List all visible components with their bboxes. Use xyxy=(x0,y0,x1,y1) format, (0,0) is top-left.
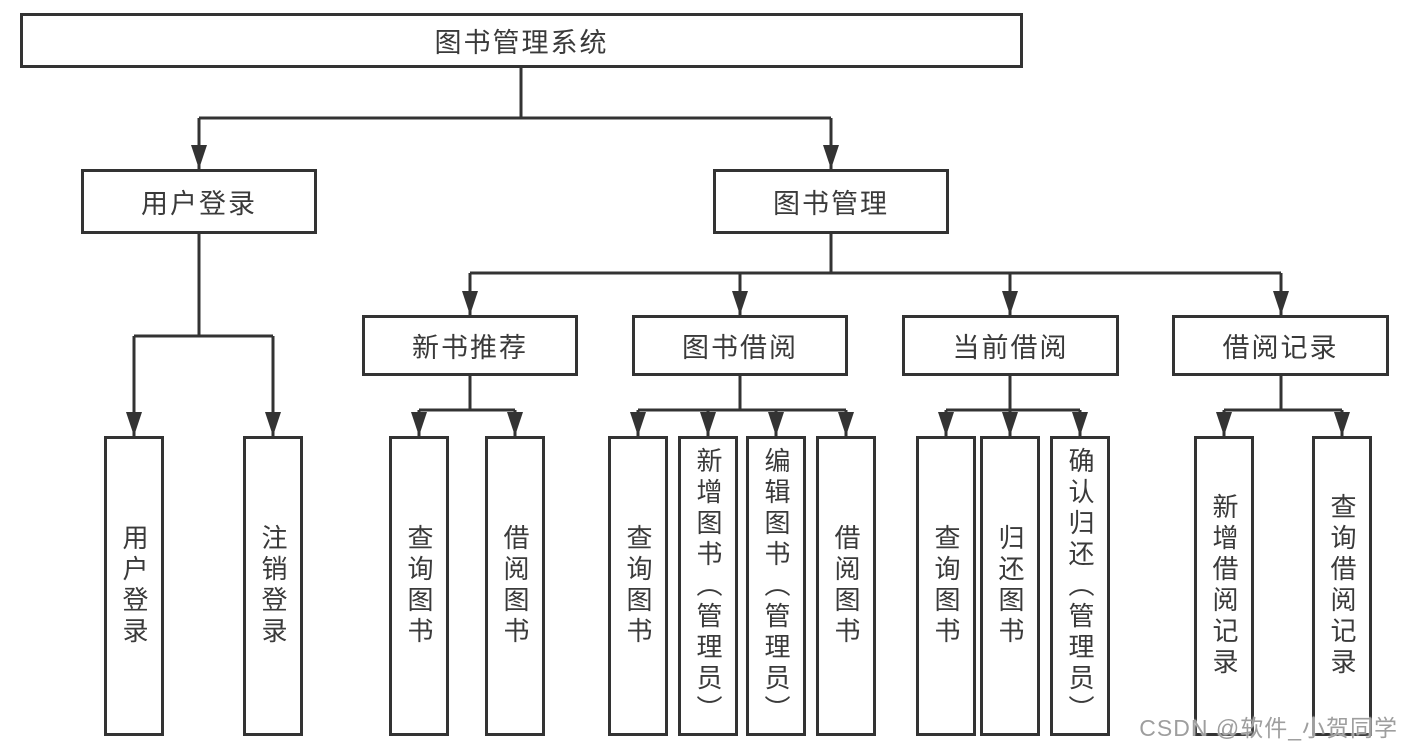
leaf-query-book-recommend: 查询图书 xyxy=(389,436,449,736)
node-label: 新书推荐 xyxy=(412,333,528,363)
node-label: 查询图书 xyxy=(404,524,434,648)
node-label: 当前借阅 xyxy=(952,333,1069,363)
node-label: 借阅图书 xyxy=(831,524,861,648)
leaf-add-borrow-record: 新增借阅记录 xyxy=(1194,436,1254,736)
node-label: 用户登录 xyxy=(141,189,257,219)
node-label: 新增图书（管理员） xyxy=(693,446,723,726)
node-label: 图书借阅 xyxy=(682,333,798,363)
node-root-system: 图书管理系统 xyxy=(20,13,1023,68)
leaf-borrow-book: 借阅图书 xyxy=(816,436,876,736)
leaf-query-book-current: 查询图书 xyxy=(916,436,976,736)
leaf-logout: 注销登录 xyxy=(243,436,303,736)
node-label: 确认归还（管理员） xyxy=(1065,446,1095,726)
leaf-query-borrow-record: 查询借阅记录 xyxy=(1312,436,1372,736)
leaf-borrow-book-recommend: 借阅图书 xyxy=(485,436,545,736)
leaf-add-book-admin: 新增图书（管理员） xyxy=(678,436,738,736)
node-label: 用户登录 xyxy=(119,524,149,648)
connector-arrows xyxy=(126,118,1350,436)
node-label: 编辑图书（管理员） xyxy=(761,446,791,726)
node-label: 借阅记录 xyxy=(1222,333,1339,363)
node-label: 图书管理 xyxy=(773,189,889,219)
node-new-book-recommend: 新书推荐 xyxy=(362,315,578,376)
node-label: 查询图书 xyxy=(931,524,961,648)
node-label: 借阅图书 xyxy=(500,524,530,648)
leaf-query-book-borrow: 查询图书 xyxy=(608,436,668,736)
node-label: 图书管理系统 xyxy=(434,28,609,58)
node-book-management: 图书管理 xyxy=(713,169,949,234)
node-current-borrow: 当前借阅 xyxy=(902,315,1119,376)
leaf-confirm-return-admin: 确认归还（管理员） xyxy=(1050,436,1110,736)
csdn-watermark: CSDN @软件_小贺同学 xyxy=(1139,715,1398,741)
node-label: 查询图书 xyxy=(623,524,653,648)
node-label: 新增借阅记录 xyxy=(1209,493,1239,679)
node-borrow-records: 借阅记录 xyxy=(1172,315,1389,376)
node-book-borrow: 图书借阅 xyxy=(632,315,848,376)
node-user-login-group: 用户登录 xyxy=(81,169,317,234)
node-label: 查询借阅记录 xyxy=(1327,493,1357,679)
leaf-return-book: 归还图书 xyxy=(980,436,1040,736)
leaf-user-login: 用户登录 xyxy=(104,436,164,736)
node-label: 注销登录 xyxy=(258,524,288,648)
leaf-edit-book-admin: 编辑图书（管理员） xyxy=(746,436,806,736)
node-label: 归还图书 xyxy=(995,524,1025,648)
